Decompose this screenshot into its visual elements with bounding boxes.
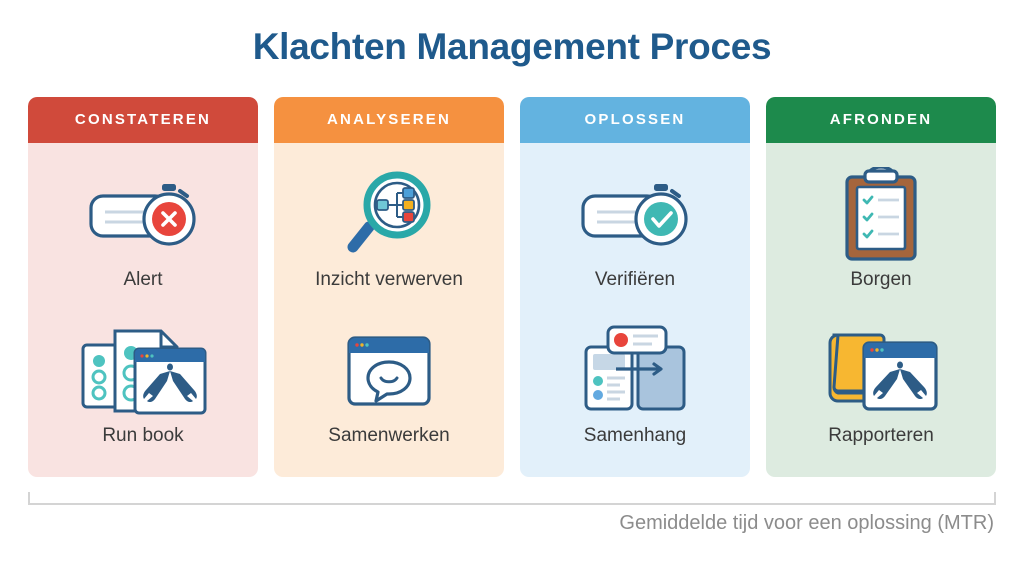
step-label-borgen: Borgen xyxy=(850,268,912,290)
process-column-afronden[interactable]: AFRONDEN xyxy=(766,97,996,477)
runbook-documents-icon xyxy=(73,323,213,419)
step-label-run-book: Run book xyxy=(102,424,184,446)
step-verifieren[interactable]: Verifiëren xyxy=(520,167,750,292)
step-samenhang[interactable]: Samenhang xyxy=(520,323,750,448)
step-label-samenwerken: Samenwerken xyxy=(328,424,450,446)
step-samenwerken[interactable]: Samenwerken xyxy=(274,323,504,448)
column-body-oplossen: Verifiëren xyxy=(520,143,750,477)
process-column-analyseren[interactable]: ANALYSEREN xyxy=(274,97,504,477)
step-inzicht-verwerven[interactable]: Inzicht verwerven xyxy=(274,167,504,292)
step-label-rapporteren: Rapporteren xyxy=(828,424,934,446)
step-label-verifieren: Verifiëren xyxy=(594,268,676,290)
step-borgen[interactable]: Borgen xyxy=(766,166,996,292)
clipboard-checklist-icon xyxy=(839,166,923,263)
book-browser-icon xyxy=(820,323,942,419)
column-header-oplossen: OPLOSSEN xyxy=(520,97,750,143)
column-header-afronden: AFRONDEN xyxy=(766,97,996,143)
column-header-constateren: CONSTATEREN xyxy=(28,97,258,143)
mtr-bracket xyxy=(28,492,996,505)
column-body-afronden: Borgen xyxy=(766,143,996,477)
browser-chat-icon xyxy=(341,323,437,419)
page-title: Klachten Management Proces xyxy=(252,26,772,67)
step-rapporteren[interactable]: Rapporteren xyxy=(766,323,996,448)
correlation-panels-icon xyxy=(580,323,690,419)
step-label-samenhang: Samenhang xyxy=(583,424,687,446)
step-run-book[interactable]: Run book xyxy=(28,323,258,448)
step-alert[interactable]: Alert xyxy=(28,167,258,292)
step-label-alert: Alert xyxy=(123,268,163,290)
magnifier-diagram-icon xyxy=(339,167,439,263)
alert-stopwatch-icon xyxy=(83,167,203,263)
process-column-constateren[interactable]: CONSTATEREN xyxy=(28,97,258,477)
column-body-analyseren: Inzicht verwerven xyxy=(274,143,504,477)
column-header-analyseren: ANALYSEREN xyxy=(274,97,504,143)
step-label-inzicht-verwerven: Inzicht verwerven xyxy=(315,268,463,290)
verify-stopwatch-icon xyxy=(575,167,695,263)
process-columns: CONSTATEREN xyxy=(28,97,996,477)
mtr-caption: Gemiddelde tijd voor een oplossing (MTR) xyxy=(619,512,994,534)
process-column-oplossen[interactable]: OPLOSSEN xyxy=(520,97,750,477)
column-body-constateren: Alert xyxy=(28,143,258,477)
